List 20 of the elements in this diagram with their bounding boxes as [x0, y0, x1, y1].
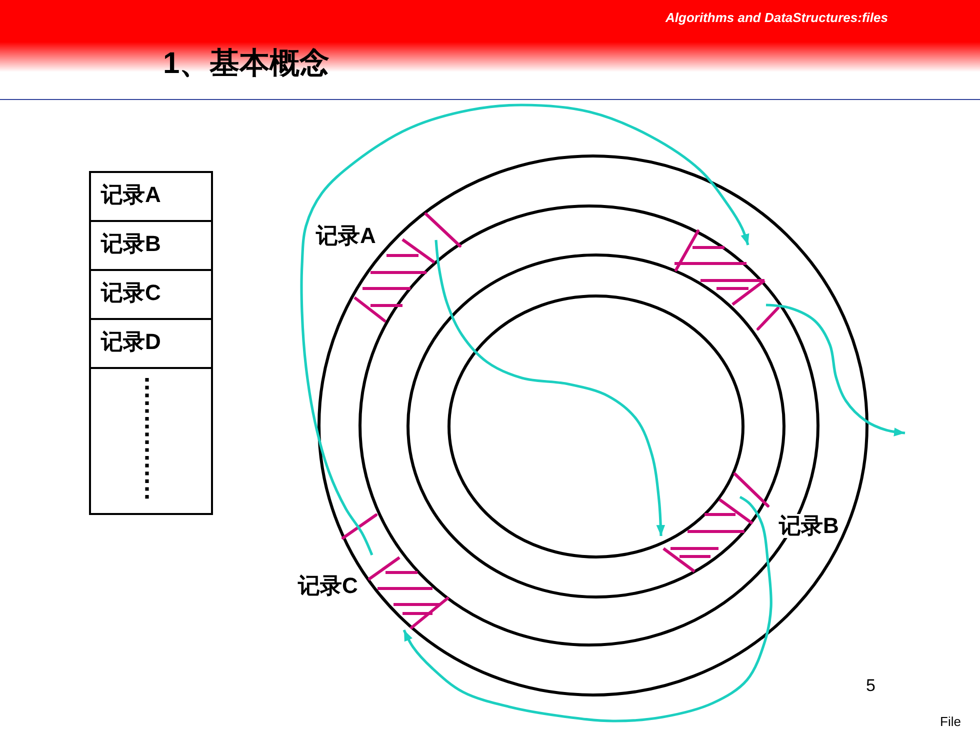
record-label: 记录A — [316, 224, 376, 248]
record-label: 记录D — [101, 330, 161, 354]
table-cell — [89, 171, 213, 222]
page-number: 5 — [866, 676, 876, 696]
table-cell — [89, 269, 213, 320]
record-label: 记录B — [101, 232, 161, 256]
table-cell — [89, 220, 213, 271]
footer-text: File — [940, 714, 961, 729]
table-cell — [89, 367, 213, 515]
record-label: 记录C — [101, 281, 161, 305]
curved-arrow — [434, 240, 666, 536]
curved-arrow — [402, 496, 772, 722]
curved-arrow — [766, 304, 906, 436]
record-label: 记录C — [298, 574, 358, 598]
record-label: 记录A — [101, 183, 161, 207]
slide-title: 1、基本概念 — [163, 47, 330, 81]
header-text: Algorithms and DataStructures:files — [666, 10, 888, 25]
curved-arrow — [300, 104, 750, 556]
table-cell — [89, 318, 213, 369]
record-label: 记录B — [779, 514, 839, 538]
